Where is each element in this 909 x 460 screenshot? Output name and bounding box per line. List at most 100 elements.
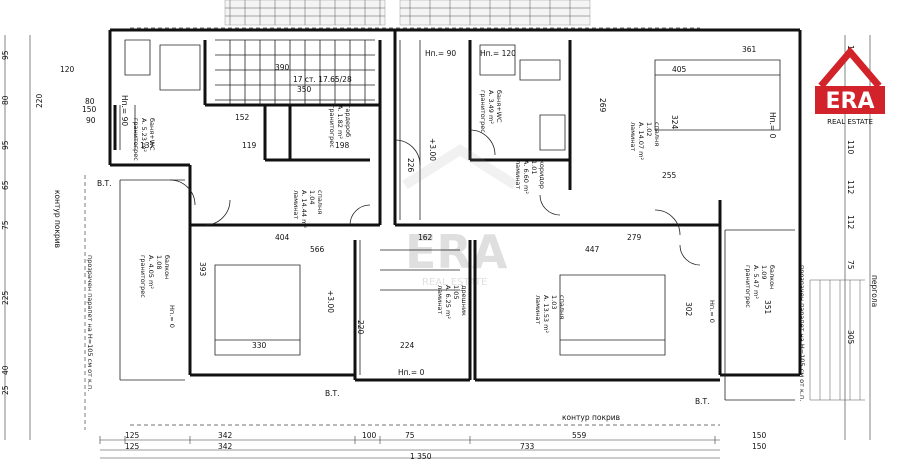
left-dim-5: 75 <box>1 220 10 230</box>
svg-text:спалня: спалня <box>653 122 661 146</box>
level-top-mid: Нп.= 90 <box>425 49 456 58</box>
room-bath-mid: баня+WC A. 3.49 m² гранитогрес <box>479 90 503 133</box>
svg-text:A. 14.44 m²: A. 14.44 m² <box>300 190 308 228</box>
svg-text:гранитогрес: гранитогрес <box>132 118 140 161</box>
svg-text:ламинат: ламинат <box>534 295 542 324</box>
stair-labels: 390 17 ст. 17.65/28 350 <box>275 63 352 94</box>
left-dimension-labels: 95 80 95 65 75 225 40 25 <box>1 50 10 395</box>
right-dim-6: 305 <box>846 330 855 345</box>
left-dim-4: 65 <box>1 180 10 190</box>
bottom-dim-8: 342 <box>218 442 233 451</box>
dim-a2: 220 <box>35 93 44 108</box>
level-markers: Нп.= 90 Нп.= 120 Нп.= 90 Нп.= 0 Нп.= 0 +… <box>120 49 777 377</box>
stair-run: 350 <box>297 85 312 94</box>
dim-b3: 162 <box>418 233 433 242</box>
svg-text:спалня: спалня <box>558 295 566 319</box>
right-dim-2: 110 <box>846 140 855 155</box>
interior-lines <box>119 39 795 401</box>
bottom-dim-1: 125 <box>125 431 140 440</box>
bottom-dim-3: 100 <box>362 431 377 440</box>
dim-d1: 393 <box>198 262 207 277</box>
pergola-note: пергола <box>870 275 879 307</box>
dim-b2: 566 <box>310 245 325 254</box>
dim-a5: 90 <box>86 116 96 125</box>
roof-contour-side: контур покрив <box>53 190 62 248</box>
bottom-dimension-labels: 125 342 100 75 559 150 125 342 733 150 1… <box>125 431 767 460</box>
svg-text:A. 14.07 m²: A. 14.07 m² <box>637 122 645 160</box>
left-dim-3: 95 <box>1 140 10 150</box>
level-top-right: Нп.= 120 <box>480 49 516 58</box>
room-dressing: дрешник 1.05 A. 6.25 m² ламинат <box>436 285 468 319</box>
svg-text:дрешник: дрешник <box>460 285 468 316</box>
right-dim-3: 112 <box>846 180 855 195</box>
svg-text:1.02: 1.02 <box>645 122 653 136</box>
bottom-dim-2: 342 <box>218 431 233 440</box>
svg-text:ламинат: ламинат <box>292 190 300 219</box>
level-plus2: +3.00 <box>326 290 335 313</box>
svg-text:гардероб: гардероб <box>344 105 352 137</box>
dim-c3: 324 <box>670 115 679 130</box>
svg-text:балкон: балкон <box>768 265 776 289</box>
pergola-hatch <box>809 279 865 401</box>
svg-text:A. 3.49 m²: A. 3.49 m² <box>487 90 495 124</box>
dim-d3: 224 <box>400 341 415 350</box>
room-wardrobe: гардероб A. 1.82 m² гранитогрес <box>328 105 352 148</box>
svg-text:гранитогрес: гранитогрес <box>139 255 147 298</box>
dim-c6: 302 <box>684 302 693 317</box>
svg-text:гранитогрес: гранитогрес <box>328 105 336 148</box>
notes: контур покрив контур покрив прозрачен па… <box>53 179 879 422</box>
door-swings <box>169 129 701 266</box>
bottom-dim-total: 1 350 <box>410 452 432 460</box>
svg-text:1.05: 1.05 <box>452 285 460 299</box>
vt-note-3: В.Т. <box>695 397 710 406</box>
logo-name: ERA <box>826 89 875 114</box>
svg-text:ламинат: ламинат <box>514 160 522 189</box>
room-bedroom-center: спалня 1.03 A. 13.53 m² ламинат <box>534 295 566 333</box>
level-left: Нп.= 90 <box>120 95 129 126</box>
parapet-left-note: прозрачен парапет на Н=105 см от к.п. <box>86 255 94 391</box>
svg-text:коридор: коридор <box>538 160 546 189</box>
bottom-dim-6: 150 <box>752 431 767 440</box>
dim-a4: 80 <box>85 97 95 106</box>
dim-e1: 137 <box>140 141 155 150</box>
dim-b6: 255 <box>662 171 677 180</box>
bottom-dim-7: 125 <box>125 442 140 451</box>
right-dim-4: 112 <box>846 215 855 230</box>
watermark-name: ERA <box>405 225 508 279</box>
parapet-right-note: прозрачен парапет на Н=105 см от к.п. <box>798 265 806 401</box>
bottom-dim-4: 75 <box>405 431 415 440</box>
logo-roof-icon <box>818 46 882 89</box>
svg-text:A. 1.82 m²: A. 1.82 m² <box>336 105 344 139</box>
dim-d4: 220 <box>356 320 365 335</box>
left-dim-6: 225 <box>1 290 10 305</box>
walls <box>108 28 802 382</box>
svg-text:гранитогрес: гранитогрес <box>479 90 487 133</box>
svg-text:1.09: 1.09 <box>760 265 768 279</box>
svg-text:A. 13.53 m²: A. 13.53 m² <box>542 295 550 333</box>
dim-e3: 152 <box>235 113 250 122</box>
dim-e4: 198 <box>335 141 350 150</box>
era-watermark: ERA REAL ESTATE <box>402 144 518 288</box>
svg-text:1.01: 1.01 <box>530 160 538 174</box>
vt-note-1: В.Т. <box>97 179 112 188</box>
stair-label: 17 ст. 17.65/28 <box>293 75 352 84</box>
svg-text:гранитогрес: гранитогрес <box>744 265 752 308</box>
dim-e5: 226 <box>406 158 415 173</box>
room-balcony-right: балкон 1.09 A. 5.47 m² гранитогрес <box>744 265 776 308</box>
svg-text:A. 5.47 m²: A. 5.47 m² <box>752 265 760 299</box>
svg-text:спалня: спалня <box>316 190 324 214</box>
dim-a1: 120 <box>60 65 75 74</box>
svg-text:ламинат: ламинат <box>436 285 444 314</box>
logo-banner <box>815 86 885 114</box>
bottom-dim-10: 150 <box>752 442 767 451</box>
room-corridor: коридор 1.01 A. 6.60 m² ламинат <box>514 160 546 194</box>
room-bath-left: баня+WC A. 5.23 m² гранитогрес <box>132 118 156 161</box>
room-balcony-left: балкон 1.08 A. 4.05 m² гранитогрес <box>139 255 171 298</box>
svg-text:1.04: 1.04 <box>308 190 316 204</box>
logo-tagline: REAL ESTATE <box>827 118 873 126</box>
svg-text:ламинат: ламинат <box>629 122 637 151</box>
dim-d2: 330 <box>252 341 267 350</box>
left-dim-1: 95 <box>1 50 10 60</box>
dim-b4: 447 <box>585 245 600 254</box>
